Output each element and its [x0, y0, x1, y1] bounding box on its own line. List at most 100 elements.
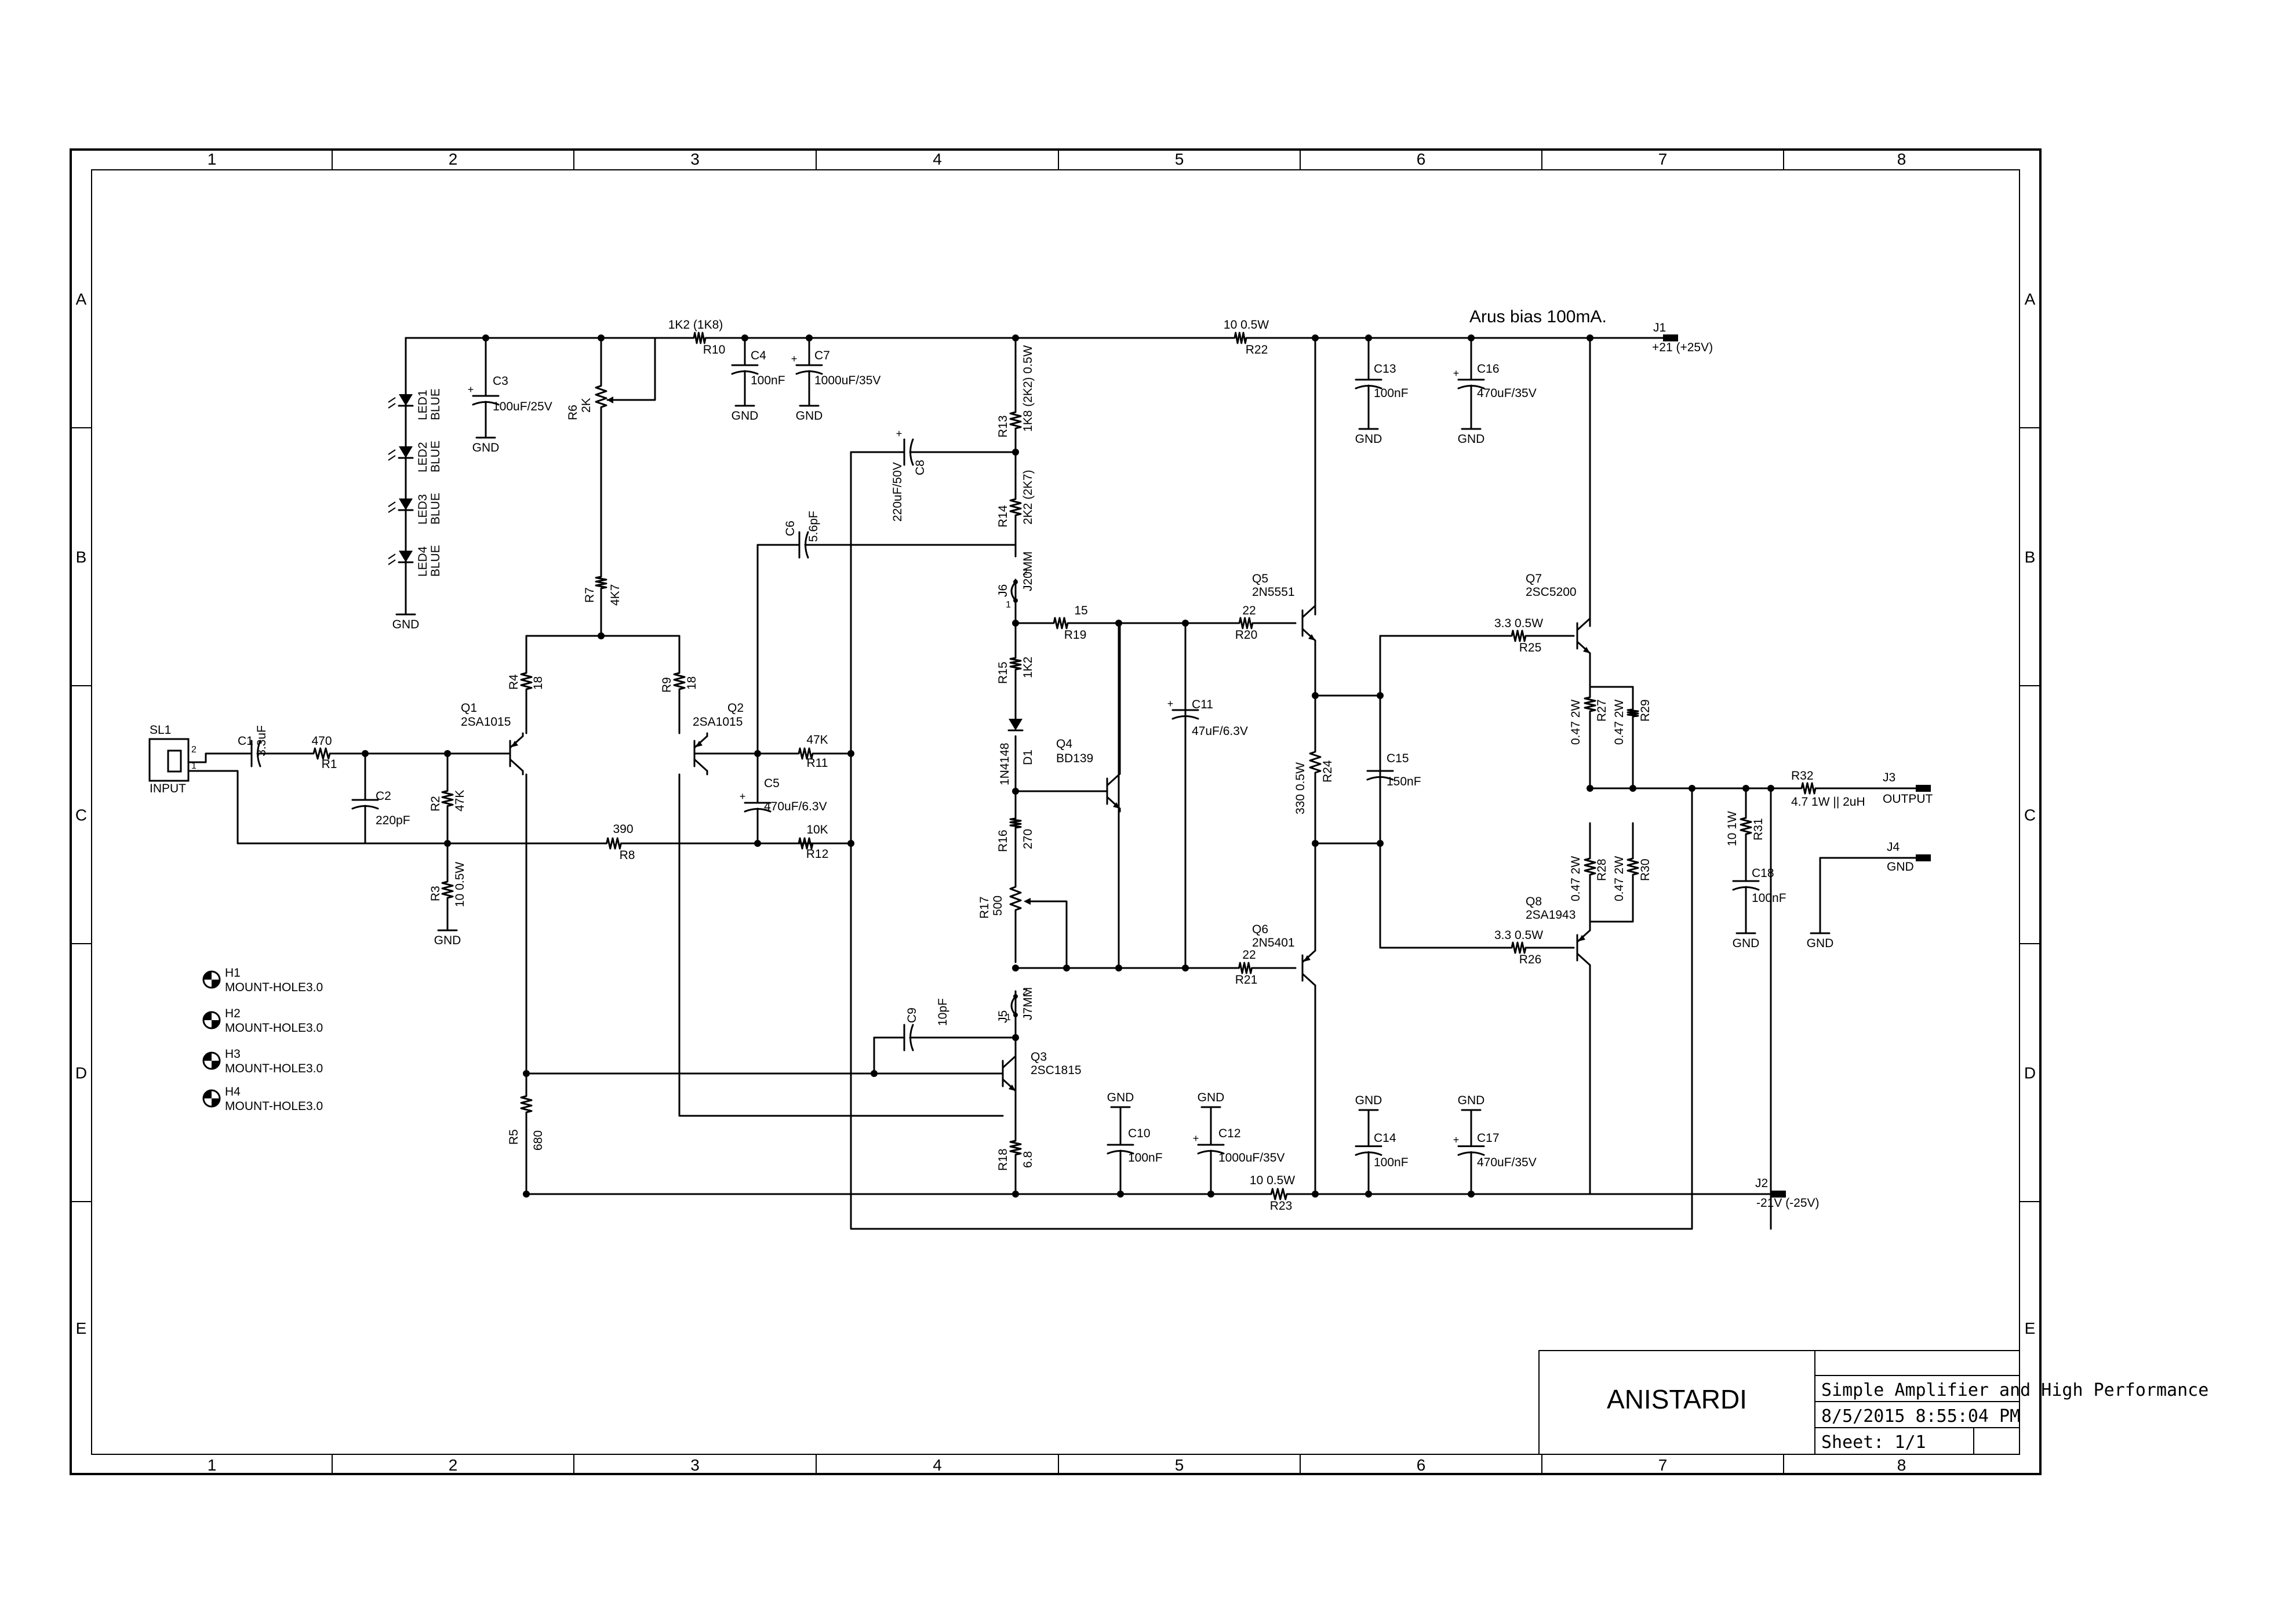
polarity-mark: +: [1193, 1133, 1199, 1144]
r7-ref: R7: [583, 587, 596, 603]
gnd-label: GND: [472, 441, 500, 454]
c16-ref: C16: [1477, 362, 1500, 376]
row-label: A: [2025, 290, 2036, 308]
polarity-mark: +: [468, 384, 474, 395]
r10-value: 1K2 (1K8): [668, 318, 723, 332]
r19-value: 15: [1074, 604, 1087, 617]
q2-ref: Q2: [727, 701, 744, 715]
row-label: B: [2025, 548, 2036, 566]
col-label: 7: [1658, 150, 1668, 168]
c6-ref: C6: [784, 521, 797, 536]
row-label: E: [76, 1319, 87, 1337]
row-label: D: [75, 1064, 87, 1082]
gnd-label: GND: [1198, 1091, 1225, 1104]
c12-ref: C12: [1218, 1127, 1241, 1140]
j6-pin2: 2: [1023, 567, 1028, 577]
r21-value: 22: [1242, 948, 1256, 962]
j5-value: J7MM: [1021, 987, 1035, 1020]
polarity-mark: +: [1453, 1134, 1460, 1146]
col-label: 1: [208, 1456, 217, 1474]
r22-ref: R22: [1246, 343, 1268, 356]
col-label: 5: [1175, 150, 1184, 168]
gnd-c18: GND: [1733, 932, 1759, 950]
q4-value: BD139: [1056, 752, 1093, 765]
col-label: 2: [449, 1456, 458, 1474]
h1-ref: H1: [225, 966, 241, 980]
c18-ref: C18: [1752, 867, 1774, 880]
c11-value: 47uF/6.3V: [1192, 725, 1248, 738]
gnd-leds: GND: [392, 613, 419, 631]
c7-value: 1000uF/35V: [814, 374, 880, 387]
h1-value: MOUNT-HOLE3.0: [225, 981, 323, 994]
gnd-c4: GND: [732, 405, 759, 423]
col-label: 6: [1417, 1456, 1426, 1474]
h2-ref: H2: [225, 1007, 241, 1020]
r8-value: 390: [613, 823, 633, 836]
col-label: 6: [1417, 150, 1426, 168]
h4-value: MOUNT-HOLE3.0: [225, 1100, 323, 1113]
r5-value: 680: [532, 1130, 545, 1151]
r31-value: 10 1W: [1726, 811, 1739, 846]
r18-ref: R18: [996, 1148, 1010, 1171]
q8-value: 2SA1943: [1526, 908, 1575, 922]
led4-value: BLUE: [429, 545, 442, 577]
r16-value: 270: [1021, 829, 1035, 849]
j1-value: +21 (+25V): [1652, 341, 1713, 354]
q6-ref: Q6: [1252, 923, 1268, 936]
gnd-c10: GND: [1107, 1091, 1134, 1108]
r32-value: 4.7 1W || 2uH: [1791, 795, 1865, 809]
r31-ref: R31: [1752, 818, 1765, 840]
labels: Arus bias 100mA.: [1469, 307, 1607, 326]
gnd-label: GND: [732, 409, 759, 423]
r8-ref: R8: [620, 849, 635, 862]
c13-ref: C13: [1374, 362, 1396, 376]
c2-ref: C2: [376, 789, 391, 803]
c1-value: 3.3uF: [255, 725, 268, 756]
h3-value: MOUNT-HOLE3.0: [225, 1062, 323, 1075]
c6-value: 5.6pF: [807, 511, 820, 542]
r10-ref: R10: [703, 343, 726, 356]
c9-ref: C9: [905, 1007, 919, 1023]
q2-value: 2SA1015: [693, 715, 743, 729]
r3-value: 10 0.5W: [453, 862, 467, 907]
row-label: C: [2024, 806, 2036, 824]
row-label: D: [2024, 1064, 2036, 1082]
r12-value: 10K: [806, 823, 828, 836]
gnd-r3: GND: [434, 929, 461, 947]
gnd-label: GND: [1355, 1094, 1382, 1107]
r23-ref: R23: [1270, 1199, 1293, 1213]
gnd-c7: GND: [796, 405, 823, 423]
r3-ref: R3: [429, 886, 442, 901]
sl1-pin2: 2: [191, 745, 197, 755]
gnd-c14: GND: [1355, 1094, 1382, 1111]
q5-ref: Q5: [1252, 572, 1268, 585]
j1-ref: J1: [1653, 321, 1666, 334]
r14-ref: R14: [996, 505, 1010, 527]
r25-value: 3.3 0.5W: [1494, 617, 1543, 630]
led3-value: BLUE: [429, 493, 442, 525]
r24-value: 330 0.5W: [1294, 762, 1307, 814]
